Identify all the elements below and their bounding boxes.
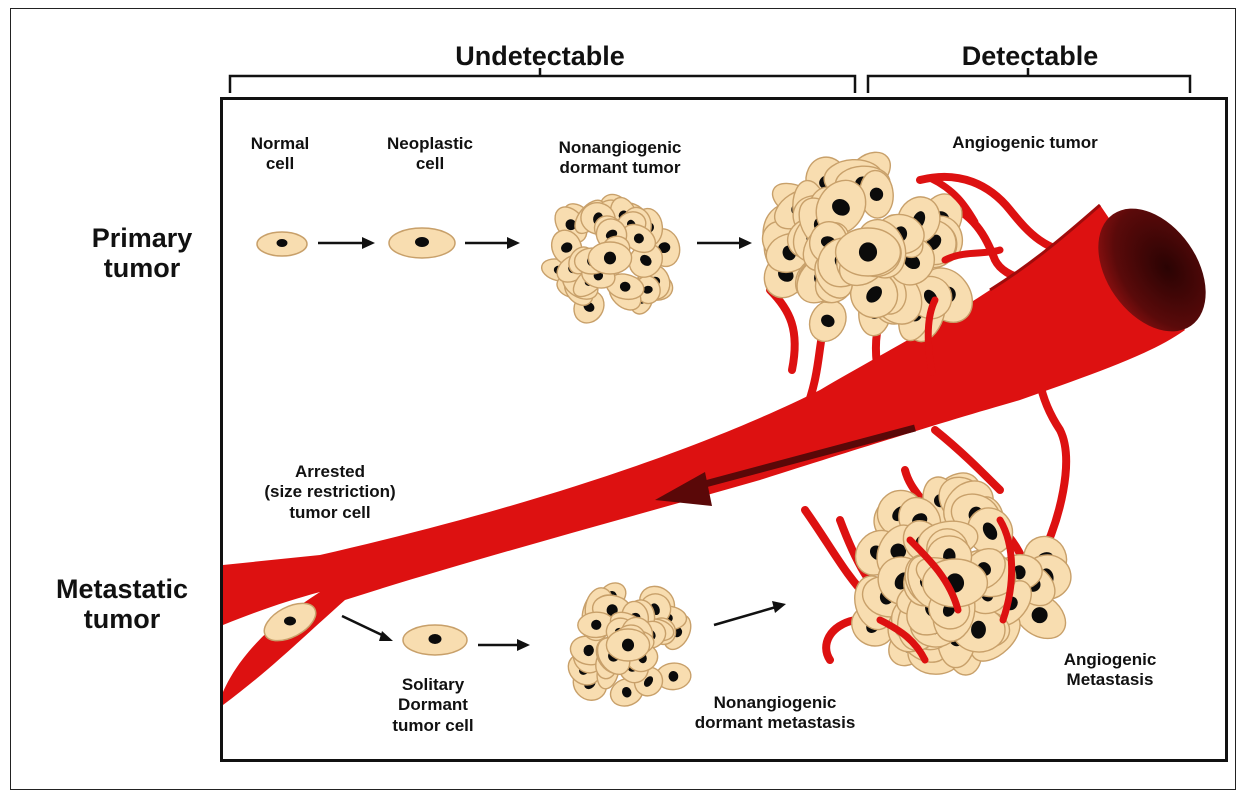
angiogenic-tumor-label: Angiogenic tumor [910,133,1140,153]
normal-cell-label: Normal cell [225,134,335,175]
tumor-cell [606,629,649,661]
metastatic-tumor-label: Metastatic tumor [32,574,212,634]
nonangiogenic-dormant-tumor-label: Nonangiogenic dormant tumor [530,138,710,179]
tumor-cell [836,228,901,276]
angiogenic-metastasis-cluster [844,463,1075,676]
nonangiogenic-dormant-metastasis-cluster [562,578,696,711]
tumor-cell [588,242,631,274]
undetectable-label: Undetectable [430,40,650,72]
solitary-dormant-tumor-cell-label: Solitary Dormant tumor cell [368,675,498,736]
primary-tumor-label: Primary tumor [62,223,222,283]
neoplastic-cell-icon [389,228,455,258]
normal-cell-icon [257,232,307,256]
nonangiogenic-dormant-metastasis-label: Nonangiogenic dormant metastasis [660,693,890,734]
arrested-tumor-cell-label: Arrested (size restriction) tumor cell [240,462,420,523]
neoplastic-cell-label: Neoplastic cell [360,134,500,175]
angiogenic-metastasis-label: Angiogenic Metastasis [1040,650,1180,691]
detectable-label: Detectable [930,40,1130,72]
solitary-dormant-cell-icon [403,625,467,655]
nonangiogenic-dormant-tumor-cluster [539,188,683,328]
